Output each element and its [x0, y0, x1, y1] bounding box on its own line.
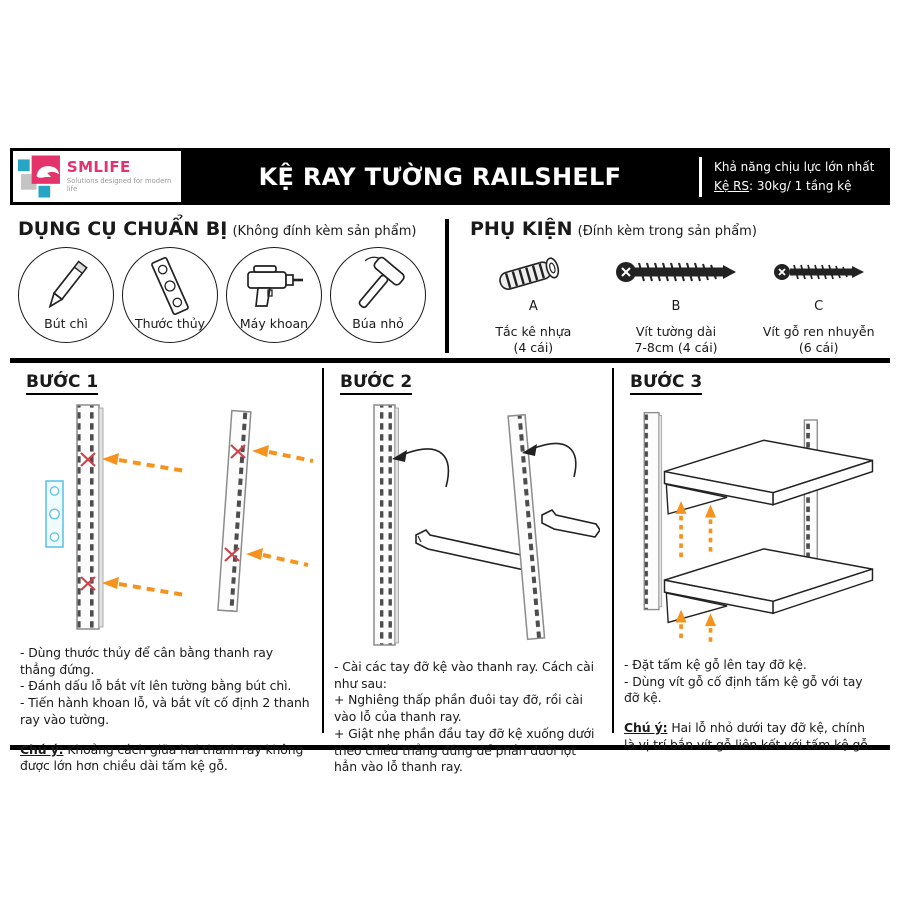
step-2-instructions: - Cài các tay đỡ kệ vào thanh ray. Cách … [334, 659, 600, 776]
step-1-illustration [20, 399, 314, 641]
accessory-wall-screw: B Vít tường dài 7-8cm (4 cái) [605, 246, 748, 357]
tool-label: Bút chì [44, 316, 88, 331]
step-3-assembled-shelf-icon [643, 411, 874, 643]
tools-heading: DỤNG CỤ CHUẨN BỊ (Không đính kèm sản phẩ… [10, 205, 445, 240]
step-1-note: Chú ý: Khoảng cách giữa hai thanh ray kh… [20, 742, 310, 775]
step-2-illustration [334, 399, 601, 655]
header-divider [699, 156, 702, 197]
tool-label: Thước thủy [134, 316, 206, 331]
step-1: BƯỚC 1 [10, 363, 322, 773]
instruction-line: - Đặt tấm kệ gỗ lên tay đỡ kệ. [624, 657, 807, 672]
instruction-line: - Đánh dấu lỗ bắt vít lên tường bằng bút… [20, 678, 292, 694]
smlife-logo: SMLIFE Solutions designed for modern lif… [13, 151, 181, 202]
accessories-title: PHỤ KIỆN [470, 218, 573, 240]
level-icon [151, 256, 189, 316]
steps-section: BƯỚC 1 [10, 363, 890, 774]
step-1-instructions: - Dùng thước thủy để cân bằng thanh ray … [20, 645, 310, 775]
tools-subtitle: (Không đính kèm sản phẩm) [232, 224, 417, 239]
note-text: Hai lỗ nhỏ dưới tay đỡ kệ, chính là vị t… [624, 720, 868, 752]
instruction-line: - Dùng vít gỗ cố định tấm kệ gỗ với tay … [624, 673, 863, 706]
capacity-line2: Kệ RS: 30kg/ 1 tầng kệ [714, 177, 884, 196]
instruction-line: + Nghiêng thấp phần đuôi tay đỡ, rồi cài… [334, 692, 583, 725]
logo-tagline: Solutions designed for modern life [66, 177, 172, 194]
instruction-line: - Tiến hành khoan lỗ, và bắt vít cố định… [20, 695, 310, 727]
capacity-line1: Khả năng chịu lực lớn nhất [714, 159, 875, 174]
accessory-letter: B [671, 299, 681, 314]
note-label: Chú ý: [20, 741, 64, 757]
page-title: KỆ RAY TƯỜNG RAILSHELF [258, 162, 622, 191]
accessory-name: Tắc kê nhựa [495, 323, 572, 339]
capacity-value: : 30kg/ 1 tầng kệ [749, 178, 852, 193]
step-2: BƯỚC 2 [324, 363, 612, 774]
tool-pencil: Bút chì [18, 247, 114, 343]
capacity-label: Kệ RS [714, 178, 750, 193]
tools-column: DỤNG CỤ CHUẨN BỊ (Không đính kèm sản phẩ… [10, 205, 445, 358]
tool-label: Búa nhỏ [352, 316, 404, 331]
accessory-letter: C [814, 299, 824, 314]
note-label: Chú ý: [624, 720, 668, 736]
accessories-subtitle: (Đính kèm trong sản phẩm) [577, 224, 757, 239]
accessory-qty: (4 cái) [513, 340, 554, 356]
step-2-bracket-diagram-icon [373, 404, 601, 646]
step-3-illustration [624, 399, 878, 653]
tool-drill: Máy khoan [226, 247, 322, 343]
step-3: BƯỚC 3 [614, 363, 890, 752]
accessory-name: Vít tường dài [635, 323, 717, 339]
step-2-title: BƯỚC 2 [340, 372, 413, 395]
plastic-anchor-icon [499, 257, 560, 290]
accessory-letter: A [528, 299, 538, 314]
header-bar: SMLIFE Solutions designed for modern lif… [10, 148, 890, 205]
long-wall-screw-icon [616, 262, 736, 282]
capacity-info: Khả năng chịu lực lớn nhất Kệ RS: 30kg/ … [714, 158, 890, 195]
tool-label: Máy khoan [239, 316, 309, 331]
accessory-anchor: A Tắc kê nhựa (4 cái) [462, 246, 605, 357]
section-divider [445, 219, 449, 353]
instruction-line: - Dùng thước thủy để cân bằng thanh ray … [20, 645, 274, 677]
hammer-icon [358, 256, 405, 309]
tool-hammer: Búa nhỏ [330, 247, 426, 343]
step-1-title: BƯỚC 1 [26, 372, 99, 395]
pencil-icon [48, 260, 88, 309]
accessory-qty: 7-8cm (4 cái) [634, 340, 718, 356]
tool-level: Thước thủy [122, 247, 218, 343]
accessory-name: Vít gỗ ren nhuyễn [762, 323, 875, 339]
step-1-rails-diagram-icon [45, 404, 314, 630]
drill-icon [247, 265, 303, 307]
instruction-line: + Giật nhẹ phần đầu tay đỡ kệ xuống dưới… [334, 725, 595, 775]
logo-brand: SMLIFE [66, 158, 131, 177]
instruction-line: - Cài các tay đỡ kệ vào thanh ray. Cách … [334, 659, 594, 691]
logo-squares-dolphin-icon [17, 155, 60, 198]
preparation-section: DỤNG CỤ CHUẨN BỊ (Không đính kèm sản phẩ… [10, 205, 890, 363]
step-3-instructions: - Đặt tấm kệ gỗ lên tay đỡ kệ. - Dùng ví… [624, 657, 878, 754]
accessories-heading: PHỤ KIỆN (Đính kèm trong sản phẩm) [462, 205, 890, 240]
step-3-note: Chú ý: Hai lỗ nhỏ dưới tay đỡ kệ, chính … [624, 720, 878, 753]
accessories-column: PHỤ KIỆN (Đính kèm trong sản phẩm) [462, 205, 890, 358]
column-divider [322, 368, 324, 733]
accessories-list: A Tắc kê nhựa (4 cái) [462, 246, 890, 357]
tools-list: Bút chì Thước thủy [18, 247, 445, 343]
step-3-title: BƯỚC 3 [630, 372, 703, 395]
tools-title: DỤNG CỤ CHUẨN BỊ [18, 218, 228, 240]
logo-text: SMLIFE Solutions designed for modern lif… [66, 158, 181, 194]
column-divider [612, 368, 614, 733]
accessory-wood-screw: C Vít gỗ ren nhuyễn (6 cái) [747, 246, 890, 357]
fine-wood-screw-icon [773, 264, 864, 280]
note-text: Khoảng cách giữa hai thanh ray không đượ… [20, 741, 304, 774]
accessory-qty: (6 cái) [798, 340, 839, 356]
